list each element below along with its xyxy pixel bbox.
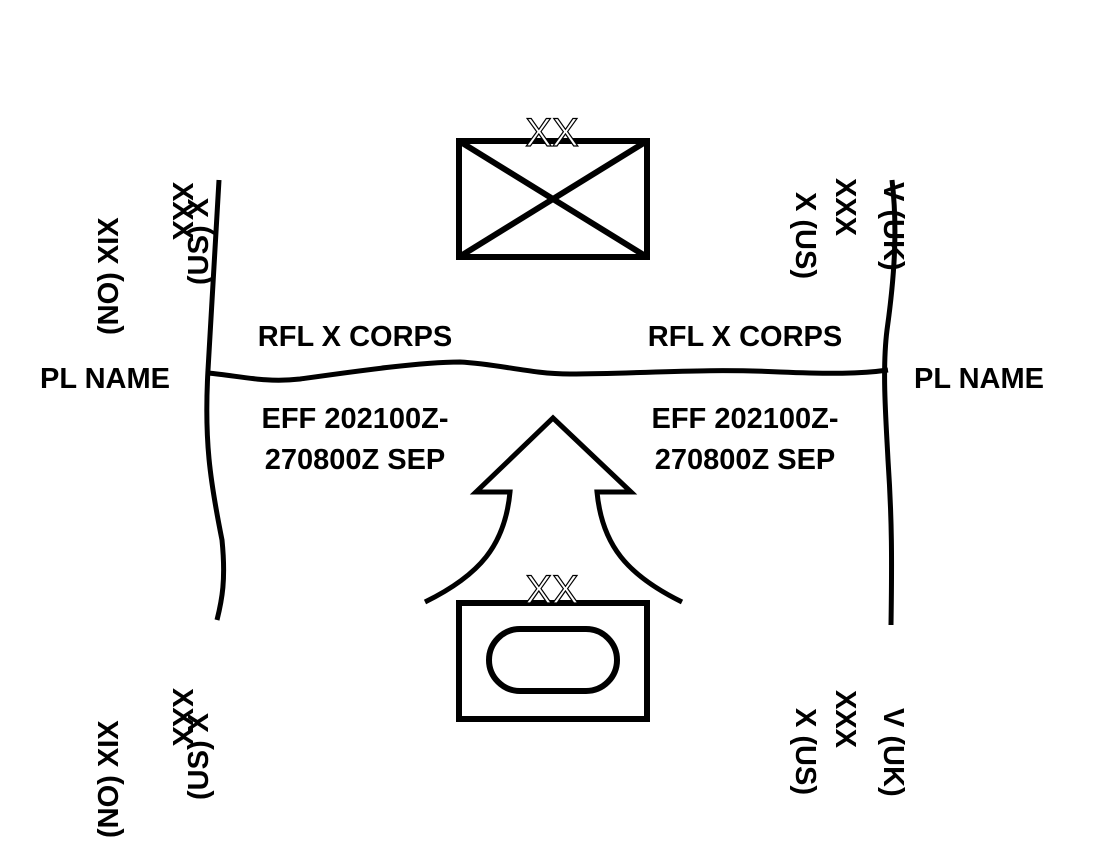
right-top-label-3: V (UK) <box>877 182 909 271</box>
eff-left-line-1: EFF 202100Z- <box>262 403 449 435</box>
eff-right-line-2: 270800Z SEP <box>655 444 836 476</box>
eff-right-line-1: EFF 202100Z- <box>652 403 839 435</box>
right-top-label-2: XXX <box>829 178 861 237</box>
phase-line <box>207 359 889 383</box>
left-boundary-line <box>204 179 227 621</box>
rfl-label-left: RFL X CORPS <box>258 321 452 353</box>
right-bottom-label-2: XXX <box>829 690 861 749</box>
armor-division-icon <box>456 600 650 722</box>
left-top-label-1: (NO) XIX <box>93 217 125 335</box>
infantry-division-icon <box>456 138 650 260</box>
infantry-echelon: XX <box>525 111 578 155</box>
pl-name-right: PL NAME <box>914 363 1044 395</box>
right-bottom-label-3: V (UK) <box>877 708 909 797</box>
left-top-label-2: XXX <box>166 182 198 241</box>
right-boundary-line <box>882 179 898 626</box>
left-bottom-label-2: XXX <box>166 688 198 747</box>
rfl-label-right: RFL X CORPS <box>648 321 842 353</box>
armor-echelon: XX <box>525 568 578 612</box>
left-bottom-label-3: (US) X <box>183 712 215 800</box>
left-top-label-3: (US) X <box>183 197 215 285</box>
eff-left-line-2: 270800Z SEP <box>265 444 446 476</box>
right-bottom-label-1: X (US) <box>789 708 821 795</box>
right-top-label-1: X (US) <box>789 192 821 279</box>
axis-of-advance-arrow-icon <box>423 414 684 605</box>
pl-name-left: PL NAME <box>40 363 170 395</box>
left-bottom-label-1: (NO) XIX <box>93 720 125 838</box>
